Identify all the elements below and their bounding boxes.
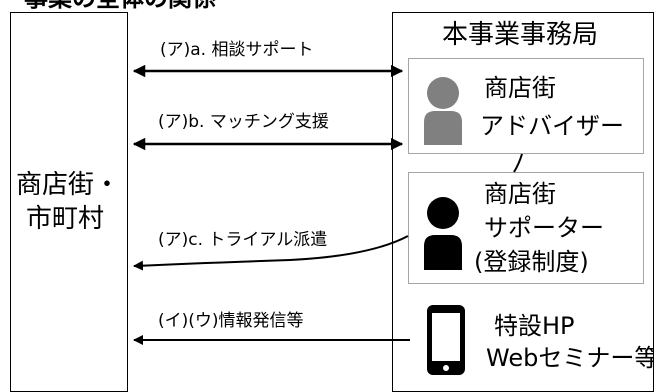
supporter-label-line2: サポーター xyxy=(484,214,604,242)
smartphone-icon xyxy=(427,305,465,375)
supporter-person-icon xyxy=(424,197,462,270)
flow-a-label: (ア)a. 相談サポート xyxy=(160,40,314,60)
office-title: 本事業事務局 xyxy=(442,20,599,50)
flow-d-label: (イ)(ウ)情報発信等 xyxy=(158,311,304,331)
advisor-label-line1: 商店街 xyxy=(484,74,556,102)
supporter-label-line1: 商店街 xyxy=(484,180,556,208)
advisor-supporter-connector xyxy=(513,153,523,173)
advisor-person-icon xyxy=(424,77,462,145)
header-cut-text: 事業の全体の関係 xyxy=(24,0,216,10)
left-party-line2: 市町村 xyxy=(26,204,105,234)
left-party-line1: 商店街・ xyxy=(16,170,121,200)
flow-c-label: (ア)c. トライアル派遣 xyxy=(158,230,328,250)
web-label-line1: 特設HP xyxy=(494,312,575,340)
flow-b-label: (ア)b. マッチング支援 xyxy=(158,112,329,132)
web-label-line2: Webセミナー等 xyxy=(486,344,654,372)
supporter-label-line3: (登録制度) xyxy=(474,248,589,276)
diagram-graphics xyxy=(132,64,523,375)
advisor-label-line2: アドバイザー xyxy=(480,112,624,140)
flow-c-arrow xyxy=(133,235,409,271)
